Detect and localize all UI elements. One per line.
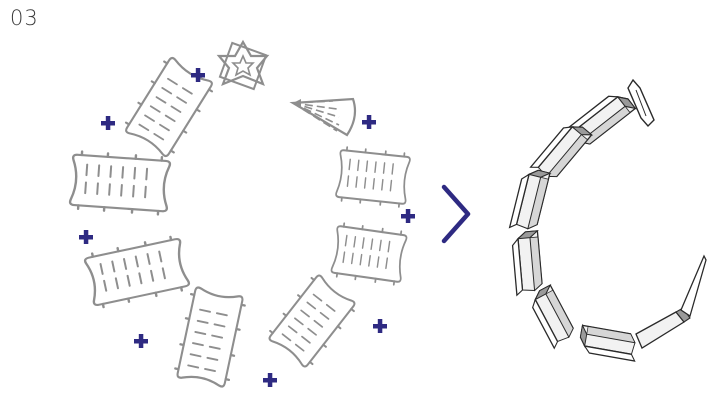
net-piece-7 bbox=[335, 147, 410, 208]
net-piece-3 bbox=[84, 235, 190, 309]
tail-segment bbox=[636, 312, 684, 348]
tail-tip bbox=[681, 256, 706, 316]
star-tip-piece-icon bbox=[219, 42, 267, 89]
plus-icon bbox=[401, 209, 415, 223]
assembled-body bbox=[510, 80, 706, 361]
net-piece-2 bbox=[70, 151, 171, 215]
plus-icon bbox=[362, 115, 376, 129]
plus-icon bbox=[263, 373, 277, 387]
body-segment bbox=[578, 325, 639, 361]
fan-piece-icon bbox=[293, 99, 355, 135]
plus-icon bbox=[134, 334, 148, 348]
body-segment bbox=[511, 231, 542, 295]
chevron-right-icon bbox=[444, 187, 468, 241]
net-piece-5 bbox=[266, 272, 359, 369]
plus-icon bbox=[101, 116, 115, 130]
net-piece-6 bbox=[331, 223, 408, 286]
net-piece-4 bbox=[174, 286, 247, 388]
net-piece-1 bbox=[122, 55, 216, 159]
plus-icon bbox=[373, 319, 387, 333]
plus-icon bbox=[79, 230, 93, 244]
body-segment bbox=[510, 167, 550, 234]
body-segment bbox=[527, 285, 577, 348]
